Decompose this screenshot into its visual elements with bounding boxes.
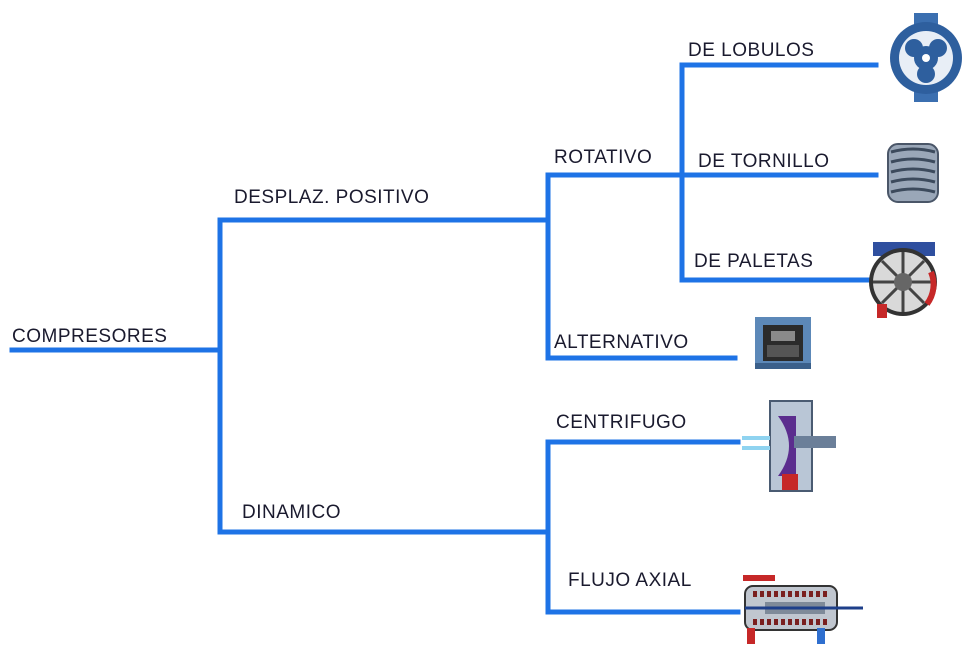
screw-compressor-icon [887, 143, 939, 203]
tree-lines [9, 62, 879, 615]
vanes-label: DE PALETAS [694, 251, 813, 272]
root-label: COMPRESORES [12, 326, 167, 347]
dynamic-label: DINAMICO [242, 502, 341, 523]
reciprocating-compressor-icon [755, 317, 811, 369]
axial-flow-label: FLUJO AXIAL [568, 570, 692, 591]
axial-compressor-icon [743, 575, 863, 644]
centrifugal-compressor-icon [742, 400, 836, 492]
positive-displacement-label: DESPLAZ. POSITIVO [234, 187, 429, 208]
vane-compressor-icon [869, 242, 937, 318]
centrifugal-label: CENTRIFUGO [556, 412, 687, 433]
screw-label: DE TORNILLO [698, 151, 830, 172]
lobes-label: DE LOBULOS [688, 40, 814, 61]
lobe-compressor-icon [890, 13, 962, 102]
rotary-label: ROTATIVO [554, 147, 652, 168]
reciprocating-label: ALTERNATIVO [554, 332, 689, 353]
